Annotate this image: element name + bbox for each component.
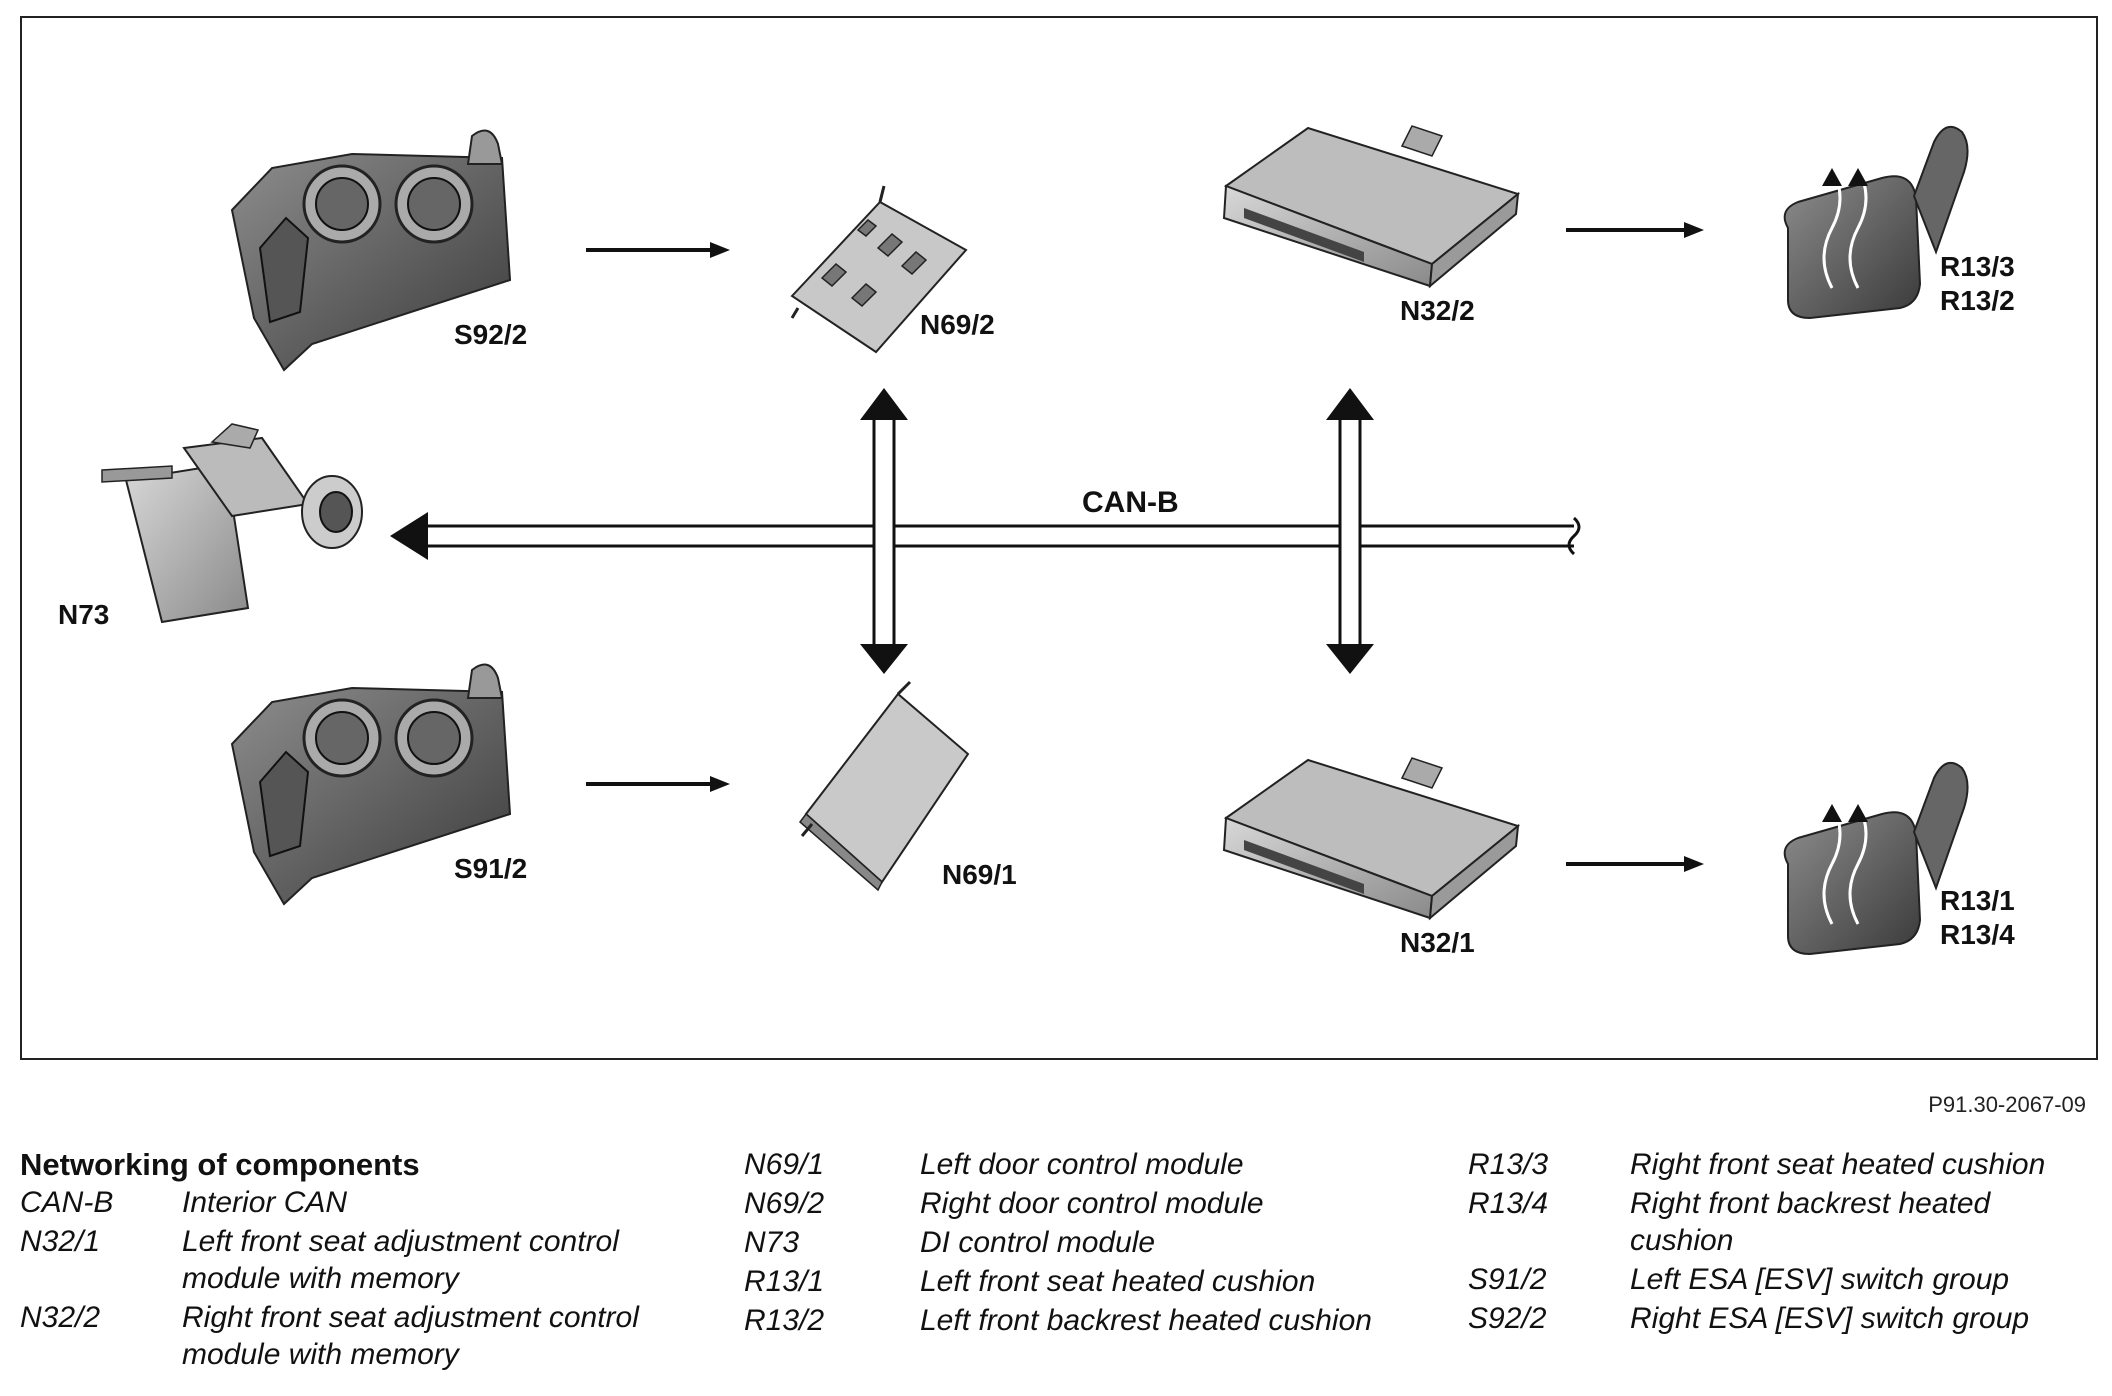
bus-arrow-n32	[1326, 388, 1374, 674]
legend-desc: DI control module	[920, 1226, 1156, 1259]
r13-1-label: R13/1	[1940, 885, 2015, 916]
legend-desc: Right front backrest heated cushion	[1630, 1187, 1991, 1257]
legend-item: R13/3 Right front seat heated cushion	[1468, 1146, 2088, 1183]
n69-2-label: N69/2	[920, 309, 995, 340]
legend-code: N69/2	[744, 1187, 825, 1220]
legend-title: Networking of components	[20, 1147, 420, 1182]
s91-2-switch-group-image	[230, 663, 512, 906]
heated-seat-lower-image	[1783, 761, 1969, 956]
legend-code: S92/2	[1468, 1302, 1547, 1335]
arrow-n32-2-to-heater	[1566, 222, 1704, 238]
n69-1-door-module-image	[798, 680, 970, 892]
legend-item: N69/2 Right door control module	[744, 1185, 1384, 1222]
diagram-frame: CAN-B	[20, 16, 2098, 1060]
legend-item: N32/1 Left front seat adjustment control…	[20, 1223, 680, 1297]
s91-2-label: S91/2	[454, 853, 527, 884]
arrow-s91-to-n69-1	[586, 776, 730, 792]
legend-code: R13/3	[1468, 1148, 1549, 1181]
n32-2-label: N32/2	[1400, 295, 1475, 326]
legend-desc: Left door control module	[920, 1148, 1244, 1181]
heated-seat-upper-image	[1783, 125, 1969, 320]
n69-1-label: N69/1	[942, 859, 1017, 890]
legend-item: CAN-B Interior CAN	[20, 1184, 680, 1221]
n32-1-seat-module-image	[1222, 757, 1521, 921]
n69-2-door-module-image	[790, 185, 968, 354]
legend-item: R13/4 Right front backrest heated cushio…	[1468, 1185, 2088, 1259]
legend-item: R13/2 Left front backrest heated cushion	[744, 1302, 1384, 1339]
legend-desc: Right front seat adjustment control modu…	[182, 1301, 639, 1371]
bus-arrow-n69	[860, 388, 908, 674]
legend-code: S91/2	[1468, 1263, 1547, 1296]
n32-1-label: N32/1	[1400, 927, 1475, 958]
n73-label: N73	[58, 599, 109, 630]
legend-item: S91/2 Left ESA [ESV] switch group	[1468, 1261, 2088, 1298]
legend-code: CAN-B	[20, 1186, 114, 1219]
legend-desc: Left front seat adjustment control modul…	[182, 1225, 619, 1295]
legend-item: N73 DI control module	[744, 1224, 1384, 1261]
bus-arrowhead-left	[390, 512, 428, 560]
n73-di-module-image	[101, 423, 363, 624]
can-b-label: CAN-B	[1082, 486, 1179, 519]
legend-item: N69/1 Left door control module	[744, 1146, 1384, 1183]
r13-2-label: R13/2	[1940, 285, 2015, 316]
legend-desc: Right door control module	[920, 1187, 1264, 1220]
legend-desc: Right front seat heated cushion	[1630, 1148, 2046, 1181]
legend-desc: Left ESA [ESV] switch group	[1630, 1263, 2010, 1296]
n32-2-seat-module-image	[1222, 125, 1521, 289]
arrow-s92-to-n69-2	[586, 242, 730, 258]
legend-column-1: Networking of components CAN-B Interior …	[20, 1146, 680, 1373]
legend-item: S92/2 Right ESA [ESV] switch group	[1468, 1300, 2088, 1337]
figure-reference: P91.30-2067-09	[1928, 1092, 2086, 1117]
r13-4-label: R13/4	[1940, 919, 2015, 950]
legend-desc: Left front seat heated cushion	[920, 1265, 1316, 1298]
legend-desc: Interior CAN	[182, 1186, 348, 1219]
legend-desc: Right ESA [ESV] switch group	[1630, 1302, 2030, 1335]
legend-code: R13/2	[744, 1304, 825, 1337]
legend-code: R13/4	[1468, 1187, 1549, 1220]
legend-column-3: R13/3 Right front seat heated cushion R1…	[1468, 1146, 2088, 1337]
network-diagram: CAN-B	[58, 125, 2015, 958]
s92-2-switch-group-image	[230, 129, 512, 372]
s92-2-label: S92/2	[454, 319, 527, 350]
legend-desc: Left front backrest heated cushion	[920, 1304, 1372, 1337]
legend-code: R13/1	[744, 1265, 825, 1298]
legend-code: N32/1	[20, 1225, 101, 1258]
can-b-bus: CAN-B	[390, 486, 1581, 560]
r13-3-label: R13/3	[1940, 251, 2015, 282]
legend-code: N73	[744, 1226, 800, 1259]
legend-code: N69/1	[744, 1148, 825, 1181]
legend-item: R13/1 Left front seat heated cushion	[744, 1263, 1384, 1300]
bus-break-mark	[1567, 516, 1581, 556]
legend-code: N32/2	[20, 1301, 101, 1334]
arrow-n32-1-to-heater	[1566, 856, 1704, 872]
legend-item: N32/2 Right front seat adjustment contro…	[20, 1299, 680, 1373]
legend-column-2: N69/1 Left door control module N69/2 Rig…	[744, 1146, 1384, 1339]
